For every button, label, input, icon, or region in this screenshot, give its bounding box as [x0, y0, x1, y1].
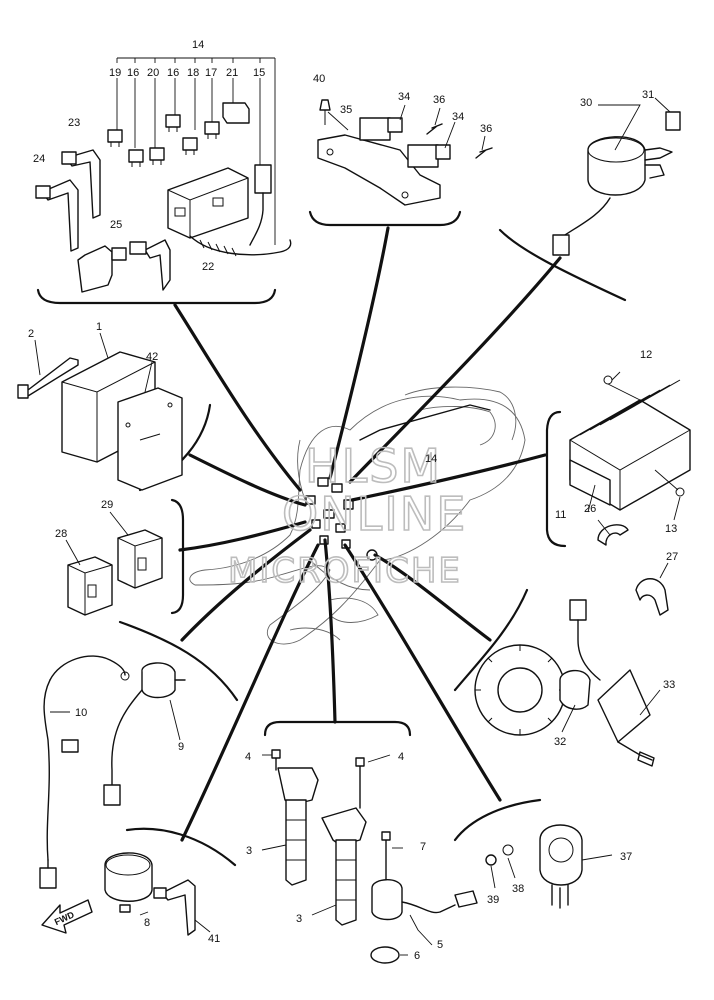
callout-8: 8	[144, 917, 150, 929]
callout-40: 40	[313, 73, 325, 85]
sensor-37-group	[485, 824, 613, 909]
callout-12: 12	[640, 349, 652, 361]
callout-16: 16	[167, 67, 179, 79]
callout-32: 32	[554, 736, 566, 748]
relay-group-28-29	[65, 511, 163, 616]
callout-21: 21	[226, 67, 238, 79]
callout-37: 37	[620, 851, 632, 863]
callout-26: 26	[584, 503, 596, 515]
callout-38: 38	[512, 883, 524, 895]
callout-5: 5	[437, 939, 443, 951]
frame-outline	[189, 386, 526, 645]
callout-34: 34	[398, 91, 410, 103]
callout-20: 20	[147, 67, 159, 79]
watermark-line1: HLSM	[305, 439, 442, 493]
callout-29: 29	[101, 499, 113, 511]
callout-36: 36	[480, 123, 492, 135]
sensor-harness-group	[39, 655, 186, 889]
callout-33: 33	[663, 679, 675, 691]
watermark-line2: ONLINE	[282, 487, 467, 541]
callout-2: 2	[28, 328, 34, 340]
callout-31: 31	[642, 89, 654, 101]
hub-leaders	[173, 226, 562, 842]
callout-6: 6	[414, 950, 420, 962]
sensor-8-group	[104, 852, 211, 936]
callout-41: 41	[208, 933, 220, 945]
callout-3: 3	[296, 913, 302, 925]
callout-35: 35	[340, 104, 352, 116]
callout-27: 27	[666, 551, 678, 563]
callout-34: 34	[452, 111, 464, 123]
ecu-group	[17, 332, 183, 491]
callout-36: 36	[433, 94, 445, 106]
callout-28: 28	[55, 528, 67, 540]
callout-3: 3	[246, 845, 252, 857]
fuse-box-group	[35, 57, 292, 293]
callout-22: 22	[202, 261, 214, 273]
callout-11: 11	[555, 509, 566, 521]
relay-bracket-group	[317, 99, 493, 206]
callout-30: 30	[580, 97, 592, 109]
regulator-group	[569, 371, 691, 616]
callout-7: 7	[420, 841, 426, 853]
ignition-switch-group	[552, 97, 681, 256]
callout-labels: 14 19 16 20 16 18 17 21 15 23 24 25 22 4…	[28, 39, 678, 962]
callout-19: 19	[109, 67, 121, 79]
callout-4: 4	[245, 751, 251, 763]
callout-14: 14	[192, 39, 204, 51]
callout-17: 17	[205, 67, 217, 79]
callout-23: 23	[68, 117, 80, 129]
fwd-arrow-icon	[41, 899, 93, 934]
watermark-line3: MICROFICHE	[228, 551, 462, 591]
callout-42: 42	[146, 351, 158, 363]
callout-1: 1	[96, 321, 102, 333]
callout-24: 24	[33, 153, 45, 165]
pickup-group	[474, 599, 661, 767]
callout-15: 15	[253, 67, 265, 79]
callout-13: 13	[665, 523, 677, 535]
callout-14: 14	[425, 453, 437, 465]
ignition-coil-group	[261, 749, 391, 926]
callout-39: 39	[487, 894, 499, 906]
callout-9: 9	[178, 741, 184, 753]
callout-16: 16	[127, 67, 139, 79]
callout-18: 18	[187, 67, 199, 79]
sensor-5-group	[370, 831, 478, 964]
group-brackets	[36, 210, 627, 867]
callout-10: 10	[75, 707, 87, 719]
callout-4: 4	[398, 751, 404, 763]
callout-25: 25	[110, 219, 122, 231]
